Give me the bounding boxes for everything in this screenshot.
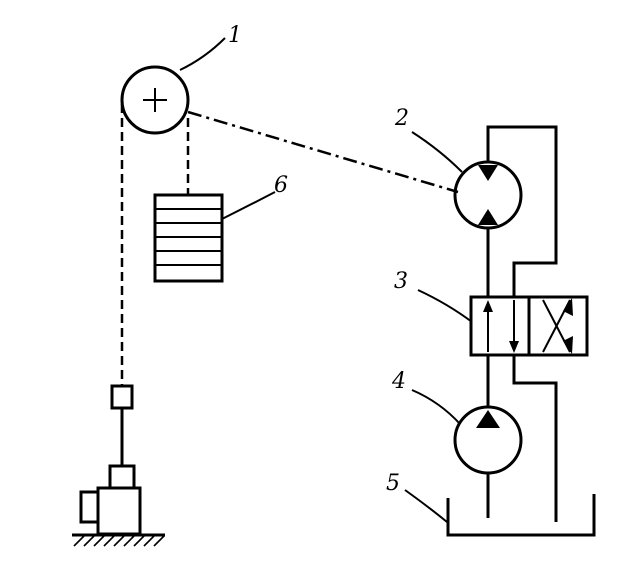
hydraulic-cylinder <box>79 384 142 536</box>
label-6: 6 <box>274 173 288 198</box>
leader-2 <box>411 131 463 173</box>
ground-hatching <box>72 533 165 547</box>
leader-5 <box>404 489 448 523</box>
hydraulic-pump <box>453 405 523 475</box>
pulley <box>120 65 190 135</box>
drive-shaft-link <box>187 110 459 194</box>
label-4: 4 <box>391 369 406 394</box>
label-1: 1 <box>228 23 242 48</box>
leader-3 <box>417 289 473 323</box>
leader-4 <box>411 389 461 425</box>
directional-control-valve <box>469 295 589 357</box>
return-line <box>486 125 558 297</box>
label-2: 2 <box>394 106 409 131</box>
hydraulic-motor <box>453 160 523 230</box>
tank-return-line <box>512 355 558 522</box>
reservoir-tank <box>446 494 596 537</box>
label-5: 5 <box>386 471 400 496</box>
leader-6 <box>221 191 276 220</box>
leader-1 <box>179 37 226 71</box>
load-weight-stack <box>153 193 224 283</box>
label-3: 3 <box>394 269 408 294</box>
